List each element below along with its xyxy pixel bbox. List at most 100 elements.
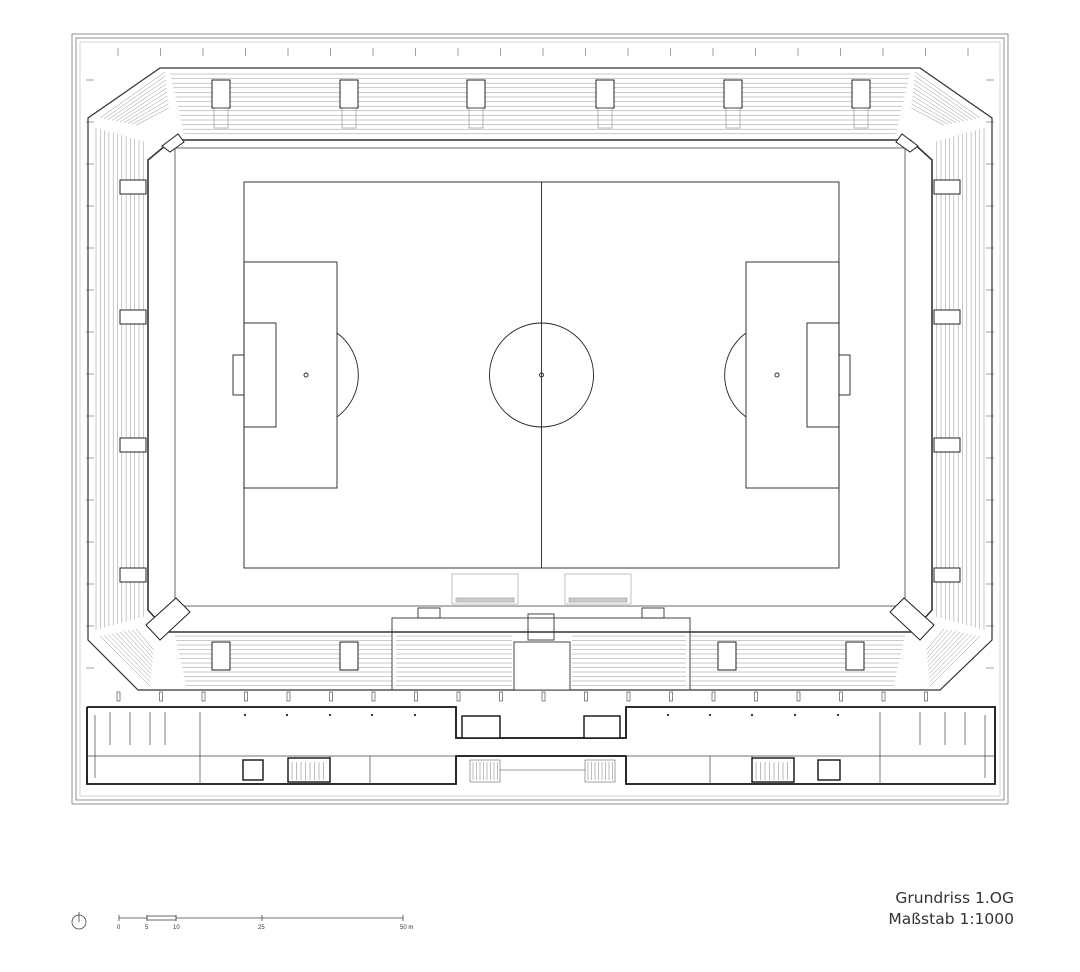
drawing-scale: Maßstab 1:1000 xyxy=(888,910,1014,928)
seat-row xyxy=(913,83,969,121)
seat-row xyxy=(119,91,168,123)
seat-row xyxy=(911,103,949,125)
vomitory xyxy=(851,79,871,109)
goal-area-left xyxy=(243,322,277,428)
vomitory xyxy=(211,641,231,671)
seat-row xyxy=(913,87,965,122)
column xyxy=(244,691,248,702)
outer-boundary xyxy=(71,33,1009,805)
center-circle xyxy=(489,322,594,428)
column xyxy=(754,691,758,702)
seat-row xyxy=(103,635,151,683)
vomitory xyxy=(339,641,359,671)
seat-row xyxy=(911,107,945,126)
column xyxy=(329,691,333,702)
penalty-spot-right xyxy=(774,372,780,378)
seat-row xyxy=(115,632,152,671)
main-building xyxy=(86,706,996,785)
main-stand-center xyxy=(391,607,691,691)
seat-row xyxy=(103,75,166,119)
seat-row xyxy=(127,630,153,659)
vomitory xyxy=(119,309,147,325)
penalty-arc-left xyxy=(336,332,359,418)
seat-row xyxy=(115,87,167,122)
column xyxy=(626,691,631,702)
seat-row xyxy=(135,628,154,651)
column xyxy=(584,691,588,702)
column xyxy=(159,691,163,702)
goal-left xyxy=(232,354,245,396)
team-benches xyxy=(451,573,632,605)
drawing-title: Grundriss 1.OG xyxy=(895,889,1014,907)
column xyxy=(796,691,801,702)
penalty-arc-right xyxy=(724,332,747,418)
grid-dot xyxy=(370,713,374,717)
vomitory xyxy=(717,641,737,671)
north-arrow-icon xyxy=(71,912,87,930)
seat-row xyxy=(131,629,154,655)
seat-row xyxy=(107,634,151,679)
grid-dot xyxy=(708,713,712,717)
grid-dot xyxy=(413,713,417,717)
penalty-area-right xyxy=(745,261,840,489)
vomitory xyxy=(119,567,147,583)
vomitory-blocks xyxy=(119,79,961,671)
seat-row xyxy=(927,631,961,667)
grid-dot xyxy=(836,713,840,717)
seat-row xyxy=(929,634,973,679)
seat-row xyxy=(912,99,953,124)
title-block: Grundriss 1.OG Maßstab 1:1000 xyxy=(888,888,1014,930)
vomitory xyxy=(933,437,961,453)
vomitory xyxy=(211,79,231,109)
seat-row xyxy=(914,79,973,120)
seat-row xyxy=(111,633,152,675)
seating-rows xyxy=(95,71,985,687)
stair-flights xyxy=(469,759,616,783)
vomitory xyxy=(119,179,147,195)
scale-tick-50m: 50 m xyxy=(400,925,413,931)
seat-row xyxy=(929,635,977,683)
seat-row xyxy=(914,75,977,119)
column xyxy=(669,691,673,702)
football-pitch xyxy=(232,181,851,569)
goal-right xyxy=(838,354,851,396)
vomitory xyxy=(845,641,865,671)
seat-row xyxy=(111,83,167,121)
roof-edge-ticks xyxy=(86,48,994,669)
colonnade-columns xyxy=(116,691,928,702)
column xyxy=(456,691,461,702)
grid-dot xyxy=(750,713,754,717)
column xyxy=(839,691,843,702)
seat-row xyxy=(135,107,169,126)
grid-dot xyxy=(793,713,797,717)
seat-row xyxy=(927,631,957,663)
scale-tick-10: 10 xyxy=(173,925,180,931)
vomitory xyxy=(723,79,743,109)
seat-row xyxy=(929,635,981,687)
scale-tick-5: 5 xyxy=(145,925,149,931)
main-building-interior xyxy=(87,712,995,784)
vomitory xyxy=(933,567,961,583)
center-spot xyxy=(539,372,544,378)
seat-row xyxy=(912,91,961,123)
stair-cores xyxy=(242,715,841,783)
column xyxy=(371,691,376,702)
seat-row xyxy=(912,95,957,123)
scale-bar: 0 5 10 25 50 m xyxy=(117,915,413,931)
scale-tick-25: 25 xyxy=(258,925,265,931)
grid-dot xyxy=(243,713,247,717)
seat-row xyxy=(107,79,166,120)
vomitory xyxy=(466,79,486,109)
scale-tick-0: 0 xyxy=(117,925,121,931)
penalty-area-left xyxy=(243,261,338,489)
column xyxy=(881,691,886,702)
penalty-spot-left xyxy=(303,372,309,378)
grid-dot xyxy=(328,713,332,717)
column xyxy=(499,691,503,702)
field-area xyxy=(174,147,906,607)
column xyxy=(541,691,546,702)
column xyxy=(116,691,121,702)
column xyxy=(201,691,206,702)
vomitory xyxy=(119,437,147,453)
